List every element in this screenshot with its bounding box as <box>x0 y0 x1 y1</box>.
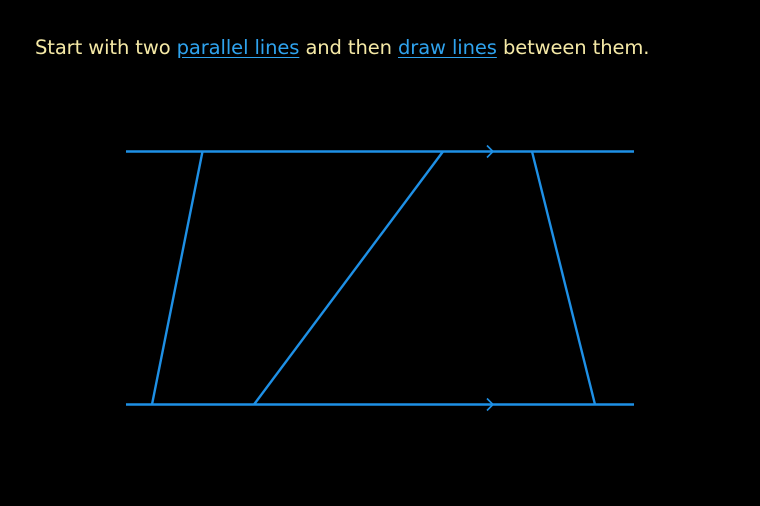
transversal-right <box>530 151 597 405</box>
instruction-text: Start with two parallel lines and then d… <box>35 36 649 59</box>
transversal-left <box>150 151 204 405</box>
draw-lines-link[interactable]: draw lines <box>398 36 497 59</box>
transversal-middle <box>253 150 444 406</box>
instruction-before: Start with two <box>35 36 177 59</box>
parallel-lines-link[interactable]: parallel lines <box>176 36 300 59</box>
instruction-middle: and then <box>299 36 398 59</box>
bottom-parallel-arrow-icon <box>486 397 495 412</box>
instruction-after: between them. <box>496 36 650 59</box>
top-parallel-arrow-icon <box>486 144 495 159</box>
